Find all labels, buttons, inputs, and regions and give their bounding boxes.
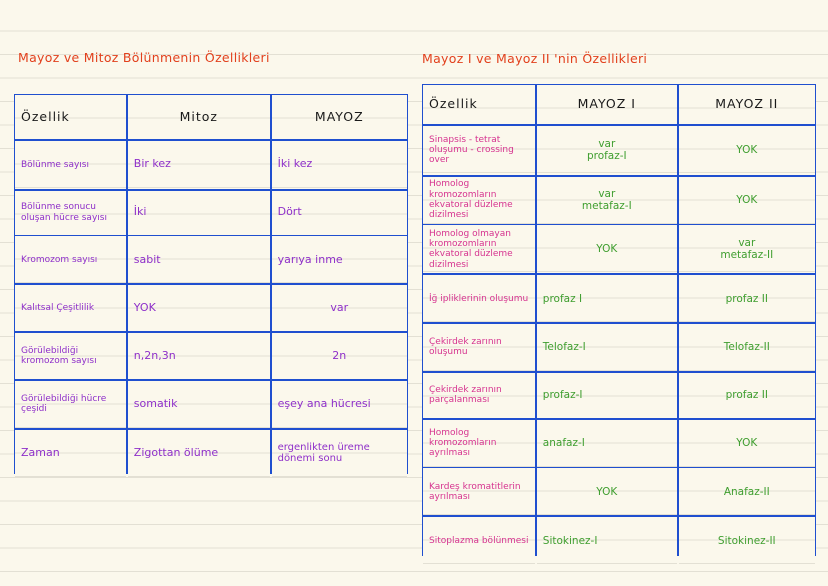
row-label: Zaman <box>15 429 126 477</box>
header-mayoz-2: MAYOZ II <box>678 85 815 124</box>
mayoz-1-value: var profaz-I <box>536 125 677 175</box>
mayoz-1-value: anafaz-I <box>536 419 677 467</box>
mitoz-value: İki <box>127 190 270 235</box>
mayoz-2-value: Telofaz-II <box>678 323 815 371</box>
mayoz-2-value: var metafaz-II <box>678 225 815 274</box>
mayoz-1-value: Sitokinez-I <box>536 517 677 566</box>
mayoz-2-line: metafaz-II <box>720 249 774 262</box>
mayoz-1-value: profaz-I <box>536 372 677 418</box>
mayoz-1-line: var <box>598 138 616 151</box>
mayoz-value: 2n <box>271 332 407 379</box>
header-mayoz-1: MAYOZ I <box>536 85 677 124</box>
mayoz-2-value: YOK <box>678 125 815 175</box>
mitoz-value: Bir kez <box>127 140 270 189</box>
header-ozellik: Özellik <box>423 85 535 124</box>
mayoz-value: var <box>271 285 407 332</box>
mitoz-value: sabit <box>127 236 270 284</box>
row-label: Çekirdek zarının oluşumu <box>423 323 535 371</box>
mitoz-value: YOK <box>127 285 270 332</box>
row-label: Bölünme sayısı <box>15 140 126 189</box>
mayoz-value: Dört <box>271 190 407 235</box>
header-mitoz: Mitoz <box>127 95 270 139</box>
row-label: Kardeş kromatitlerin ayrılması <box>423 468 535 516</box>
mayoz-value: yarıya inme <box>271 236 407 284</box>
mayoz-value: eşey ana hücresi <box>271 380 407 428</box>
row-label: Sitoplazma bölünmesi <box>423 517 535 566</box>
row-label: Kalıtsal Çeşitlilik <box>15 285 126 332</box>
row-label: Bölünme sonucu oluşan hücre sayısı <box>15 190 126 235</box>
mitoz-value: n,2n,3n <box>127 332 270 379</box>
row-label: Çekirdek zarının parçalanması <box>423 372 535 418</box>
mayoz-1-value: var metafaz-I <box>536 176 677 224</box>
mayoz-2-value: YOK <box>678 419 815 467</box>
mayoz-2-value: Sitokinez-II <box>678 517 815 566</box>
header-ozellik: Özellik <box>15 95 126 139</box>
mitoz-value: somatik <box>127 380 270 428</box>
row-label: Sinapsis - tetrat oluşumu - crossing ove… <box>423 125 535 175</box>
mayoz-2-value: profaz II <box>678 275 815 323</box>
mayoz-1-value: YOK <box>536 468 677 516</box>
right-page-title: Mayoz I ve Mayoz II 'nin Özellikleri <box>422 51 648 66</box>
mitoz-mayoz-table: Özellik Mitoz MAYOZ Bölünme sayısı Bir k… <box>14 94 408 477</box>
mayoz-2-value: YOK <box>678 176 815 224</box>
mayoz-1-line: metafaz-I <box>581 200 632 213</box>
mayoz-1-line: profaz-I <box>586 150 627 163</box>
row-label: Homolog kromozomların ekvatoral düzleme … <box>423 176 535 224</box>
row-label: Homolog olmayan kromozomların ekvatoral … <box>423 225 535 274</box>
mayoz-value: İki kez <box>271 140 407 189</box>
row-label: Homolog kromozomların ayrılması <box>423 419 535 467</box>
mayoz-2-line: var <box>738 237 756 250</box>
mayoz-2-value: Anafaz-II <box>678 468 815 516</box>
mitoz-value: Zigottan ölüme <box>127 429 270 477</box>
row-label: Görülebildiği hücre çeşidi <box>15 380 126 428</box>
mayoz-2-value: profaz II <box>678 372 815 418</box>
row-label: İğ ipliklerinin oluşumu <box>423 275 535 323</box>
mayoz-1-value: YOK <box>536 225 677 274</box>
mayoz-1-value: profaz I <box>536 275 677 323</box>
mayoz-1-line: var <box>598 188 616 201</box>
mayoz-1-value: Telofaz-I <box>536 323 677 371</box>
mayoz-value: ergenlikten üreme dönemi sonu <box>271 429 407 477</box>
row-label: Görülebildiği kromozom sayısı <box>15 332 126 379</box>
header-mayoz: MAYOZ <box>271 95 407 139</box>
row-label: Kromozom sayısı <box>15 236 126 284</box>
mayoz1-mayoz2-table: Özellik MAYOZ I MAYOZ II Sinapsis - tetr… <box>422 84 816 566</box>
left-page-title: Mayoz ve Mitoz Bölünmenin Özellikleri <box>18 50 270 65</box>
